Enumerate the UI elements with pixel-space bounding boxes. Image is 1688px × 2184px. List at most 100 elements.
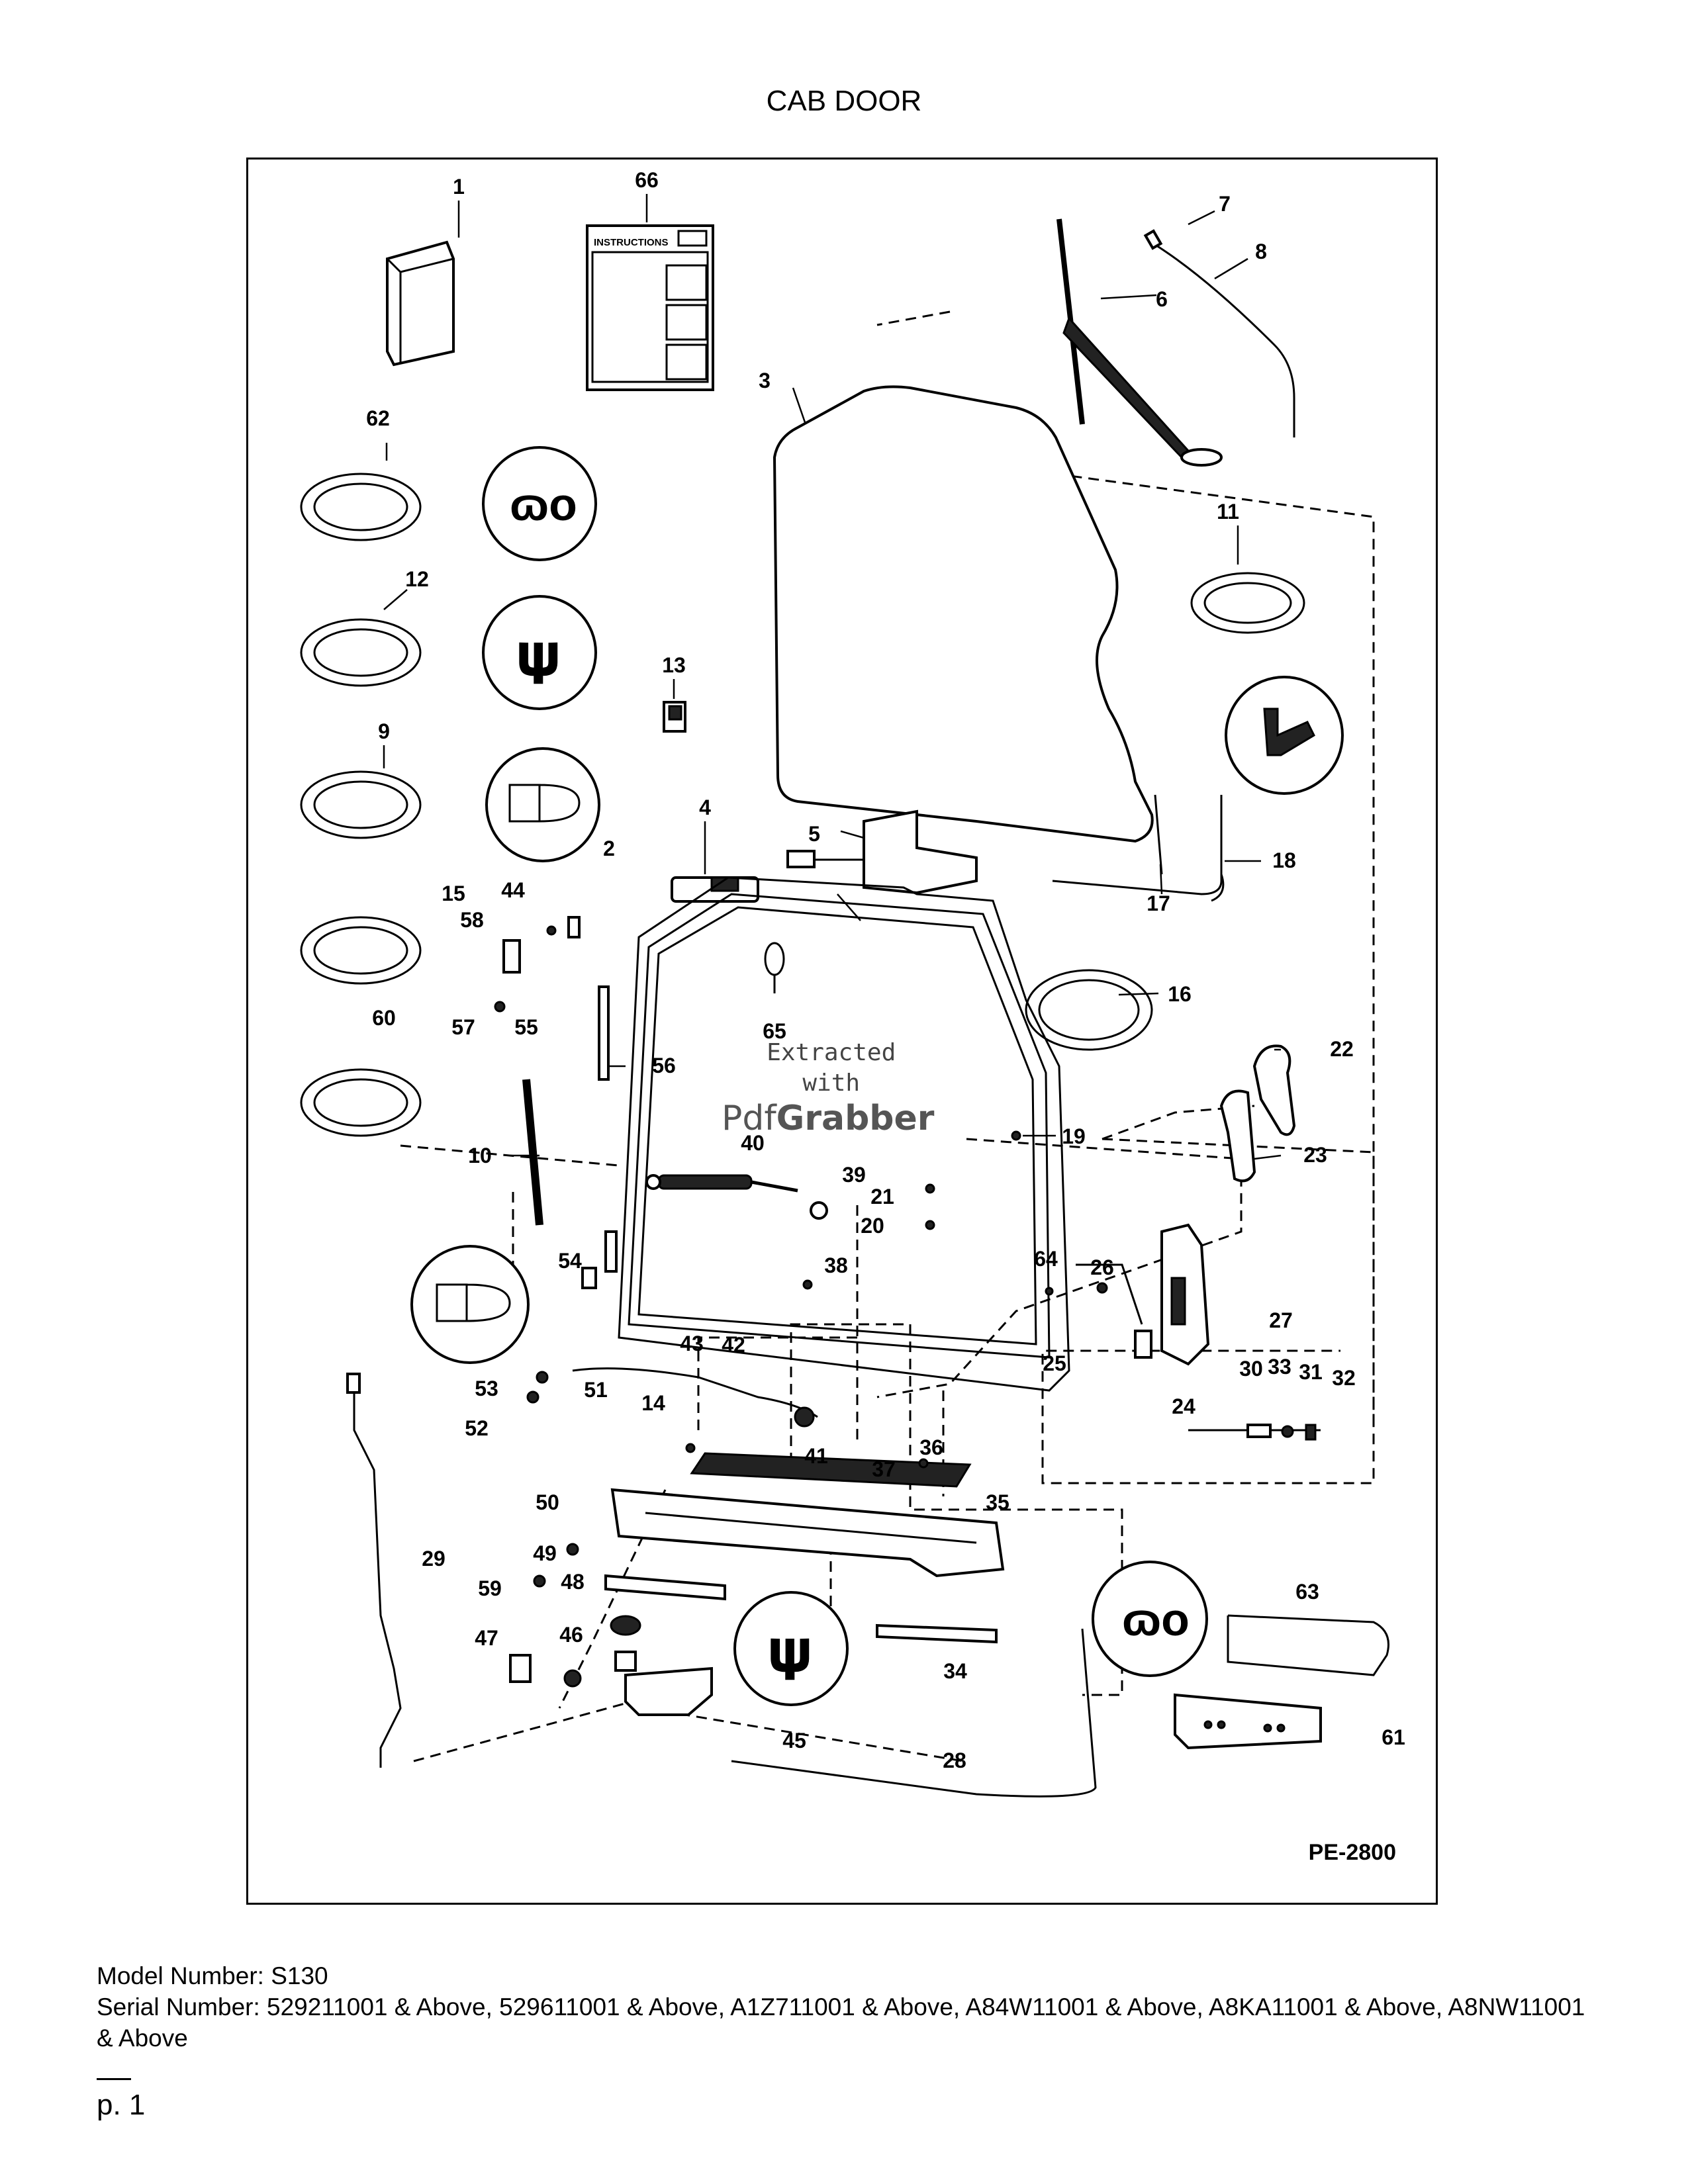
fasteners	[526, 1130, 1054, 1588]
watermark-brand-bold: Grabber	[776, 1099, 935, 1138]
footer: Model Number: S130 Serial Number: 529211…	[97, 1960, 1593, 2054]
callout-13: 13	[662, 653, 686, 677]
drawing-id: PE-2800	[1308, 1840, 1396, 1865]
part-62-seal-coil: ɷo	[300, 446, 597, 561]
callout-19: 19	[1062, 1124, 1086, 1148]
callout-17: 17	[1147, 891, 1170, 915]
exploded-view-drawing: INSTRUCTIONS ɷo	[300, 168, 1405, 1797]
callout-35: 35	[986, 1490, 1009, 1514]
part-10-seal-strip	[522, 1079, 543, 1226]
callout-26: 26	[1090, 1255, 1114, 1279]
callout-37: 37	[872, 1457, 896, 1481]
page-title: CAB DOOR	[766, 85, 922, 117]
part-2-door-frame	[618, 876, 1070, 1392]
callout-28: 28	[943, 1749, 966, 1772]
part-34-seal-profile: 𝚿	[733, 1591, 849, 1706]
seal-profile-icon: 𝚿	[768, 1631, 812, 1690]
callout-3: 3	[759, 369, 771, 392]
model-number: Model Number: S130	[97, 1962, 328, 1989]
callout-7: 7	[1219, 192, 1231, 216]
part-4-hinge-bracket	[671, 876, 759, 903]
watermark-line-1: Extracted	[767, 1039, 896, 1066]
callout-15: 15	[442, 882, 465, 905]
callout-45: 45	[782, 1729, 806, 1752]
callout-2: 2	[603, 837, 615, 860]
callout-56: 56	[652, 1054, 676, 1077]
seal-profile-icon: 𝚿	[516, 635, 561, 694]
callout-52: 52	[465, 1416, 489, 1440]
callout-4: 4	[699, 796, 711, 819]
callout-leaders	[383, 194, 1282, 1160]
part-22-23-inside-handles	[1219, 1044, 1296, 1183]
callout-34: 34	[943, 1659, 967, 1683]
callout-46: 46	[559, 1623, 583, 1647]
callout-33: 33	[1268, 1355, 1291, 1379]
part-9-seal-coil	[300, 747, 600, 862]
callout-49: 49	[533, 1541, 557, 1565]
callout-41: 41	[804, 1444, 828, 1468]
part-36-grille	[690, 1452, 972, 1488]
latch-assembly	[1076, 1223, 1321, 1441]
serial-number: Serial Number: 529211001 & Above, 529611…	[97, 1993, 1585, 2052]
callout-32: 32	[1332, 1366, 1356, 1390]
callout-65: 65	[763, 1019, 786, 1043]
part-60-seal-coil	[300, 1068, 422, 1137]
part-11-seal-coil	[1190, 572, 1344, 795]
page-rule	[97, 2078, 131, 2080]
callout-44: 44	[501, 878, 525, 902]
callout-22: 22	[1330, 1037, 1354, 1061]
seal-coils: ɷo 𝚿	[300, 446, 1344, 1137]
part-1-kit-box	[386, 240, 455, 367]
cable-plug	[346, 1373, 361, 1394]
callout-10: 10	[468, 1144, 492, 1167]
callout-63: 63	[1295, 1580, 1319, 1604]
callout-59: 59	[478, 1576, 502, 1600]
seal-profile-icon: ɷo	[510, 478, 577, 530]
callout-61: 61	[1382, 1725, 1405, 1749]
part-6-wiper-arm	[1056, 218, 1223, 467]
callout-labels: 1 2 3 4 5 6 7 8 9 10 11 12 13 14 15 16 1…	[366, 168, 1405, 1772]
callout-20: 20	[861, 1214, 884, 1238]
callout-12: 12	[405, 567, 429, 591]
callout-47: 47	[475, 1626, 498, 1650]
part-3-door-glass	[773, 385, 1154, 843]
callout-60: 60	[372, 1006, 396, 1030]
part-17-18-seal-strips	[1052, 794, 1225, 902]
part-15-seal-coil	[300, 916, 422, 985]
callout-40: 40	[741, 1131, 765, 1155]
part-45-washer-reservoir	[509, 1615, 713, 1716]
part-12-seal-coil: 𝚿	[300, 595, 597, 710]
callout-8: 8	[1255, 240, 1267, 263]
callout-51: 51	[584, 1378, 608, 1402]
hinge-pins	[494, 916, 618, 1289]
parts-diagram: INSTRUCTIONS ɷo	[246, 158, 1438, 1905]
part-65-clip	[764, 942, 785, 993]
callout-62: 62	[366, 406, 390, 430]
part-41-connector	[794, 1406, 815, 1428]
page-number: p. 1	[97, 2089, 146, 2121]
callout-42: 42	[722, 1333, 745, 1357]
callout-14: 14	[641, 1391, 665, 1415]
part-5-lock-assembly	[786, 809, 978, 895]
callout-29: 29	[422, 1547, 445, 1570]
part-63-grab-handle: ɷo	[1092, 1561, 1389, 1677]
callout-16: 16	[1168, 982, 1192, 1006]
callout-38: 38	[824, 1253, 848, 1277]
watermark-brand: PdfGrabber	[722, 1099, 934, 1138]
part-40-gas-strut	[645, 1174, 828, 1220]
part-10-seal-profile	[410, 1245, 530, 1364]
callout-39: 39	[842, 1163, 866, 1187]
part-34-strip	[876, 1623, 998, 1644]
callout-9: 9	[378, 719, 390, 743]
callout-57: 57	[451, 1015, 475, 1039]
part-29-cable	[353, 1390, 402, 1768]
seal-profile-icon: ɷo	[1122, 1594, 1190, 1645]
callout-55: 55	[514, 1015, 538, 1039]
part-61-handle-plate	[1174, 1693, 1322, 1750]
callout-21: 21	[870, 1185, 894, 1208]
part-13-rocker-switch	[663, 701, 686, 733]
callout-48: 48	[561, 1570, 585, 1594]
callout-25: 25	[1043, 1351, 1066, 1375]
callout-30: 30	[1239, 1357, 1263, 1381]
callout-1: 1	[453, 175, 465, 199]
